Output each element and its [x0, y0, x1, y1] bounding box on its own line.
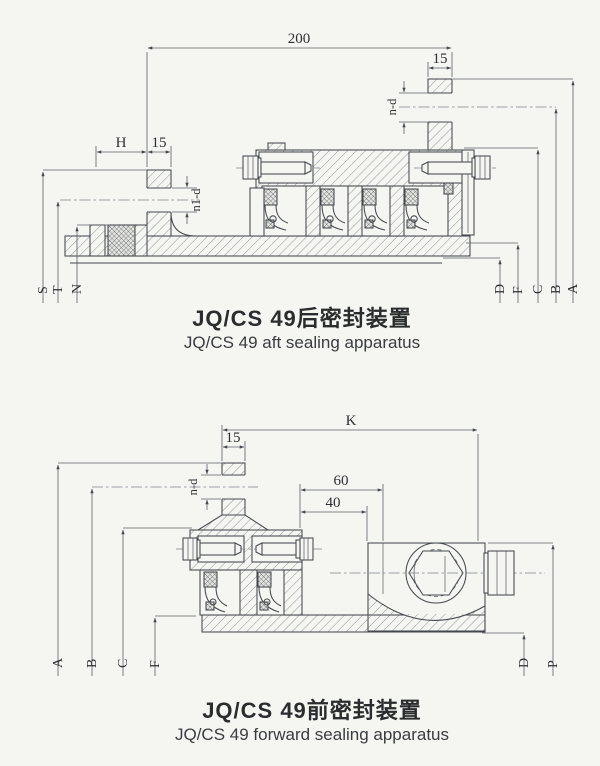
fwd-dimensions: K 15 60 40 n-d: [92, 413, 479, 541]
fwd-label-B: B: [85, 659, 100, 668]
fwd-lip-seal: [203, 571, 228, 613]
fwd-labels-left: A B C F: [51, 462, 222, 676]
aft-dimensions: 200 15 n-d H 15 n1-d: [60, 31, 556, 224]
fwd-labels-right: D P: [482, 542, 561, 676]
aft-packing-block: [107, 224, 136, 257]
aft-packing-spacer: [134, 224, 148, 257]
fwd-flange-flare: [196, 514, 270, 531]
aft-dim-nd-label: n-d: [385, 98, 399, 115]
fwd-dim-15-label: 15: [226, 430, 241, 446]
fwd-dim-40-label: 40: [326, 495, 341, 511]
aft-label-S: S: [36, 286, 51, 294]
aft-dim-15-right-label: 15: [433, 51, 448, 67]
aft-label-A: A: [566, 283, 581, 294]
aft-left-flange-fillet: [170, 211, 197, 237]
fwd-label-P: P: [546, 660, 561, 668]
fwd-title: JQ/CS 49前密封装置 JQ/CS 49 forward sealing a…: [175, 698, 449, 744]
aft-chamber-divider: [389, 185, 405, 237]
fwd-bolt-right: [255, 537, 314, 561]
aft-oring: [443, 182, 454, 195]
aft-lip-seal: [320, 188, 346, 231]
aft-gland-plate: [249, 187, 265, 237]
fwd-label-A: A: [51, 657, 66, 668]
fwd-body: [176, 462, 545, 633]
fwd-label-D: D: [517, 658, 532, 668]
aft-lip-seal: [362, 188, 388, 231]
aft-label-C: C: [531, 285, 546, 294]
aft-lip-seal: [263, 188, 289, 231]
aft-label-T: T: [51, 285, 66, 294]
aft-title-zh: JQ/CS 49后密封装置: [192, 306, 412, 331]
fwd-bolt-left: [176, 537, 322, 561]
fwd-label-F: F: [148, 660, 163, 668]
aft-labels-right: D F C B A: [443, 78, 581, 303]
fwd-dim-60-label: 60: [334, 473, 349, 489]
forward-drawing: K 15 60 40 n-d A B: [51, 413, 561, 744]
aft-label-D: D: [493, 284, 508, 294]
aft-dim-200-label: 200: [288, 31, 311, 47]
aft-chamber-divider: [347, 185, 363, 237]
fwd-title-en: JQ/CS 49 forward sealing apparatus: [175, 725, 449, 744]
aft-label-N: N: [70, 284, 85, 294]
fwd-title-zh: JQ/CS 49前密封装置: [202, 698, 422, 723]
fwd-lip-seal: [257, 571, 282, 613]
aft-chamber-divider: [305, 185, 321, 237]
aft-lip-seal: [404, 188, 430, 231]
aft-housing-tab: [267, 142, 286, 151]
fwd-dim-K-label: K: [346, 413, 357, 429]
aft-dim-H-label: H: [116, 135, 127, 151]
aft-title-en: JQ/CS 49 aft sealing apparatus: [184, 333, 420, 352]
aft-bolt-left: [236, 155, 320, 180]
fwd-side-bolt-head: [487, 550, 515, 596]
aft-label-F: F: [511, 286, 526, 294]
aft-packing-wall: [89, 224, 106, 257]
fwd-clamp-block: [330, 542, 545, 632]
aft-body: [64, 78, 496, 264]
aft-title: JQ/CS 49后密封装置 JQ/CS 49 aft sealing appar…: [184, 306, 420, 352]
aft-label-B: B: [549, 285, 564, 294]
aft-dim-15-left-label: 15: [152, 135, 167, 151]
aft-labels-left: S T N: [36, 169, 147, 303]
fwd-chamber-divider: [239, 569, 258, 616]
aft-bolt-right: [414, 155, 496, 180]
aft-drawing: 200 15 n-d H 15 n1-d: [36, 31, 581, 352]
fwd-label-C: C: [116, 659, 131, 668]
fwd-block-wedge: [368, 594, 485, 621]
fwd-gland-right: [283, 569, 303, 616]
fwd-boss-circle: [405, 542, 467, 604]
aft-right-flange-hole: [427, 93, 453, 122]
aft-dim-n1d-label: n1-d: [189, 188, 203, 212]
